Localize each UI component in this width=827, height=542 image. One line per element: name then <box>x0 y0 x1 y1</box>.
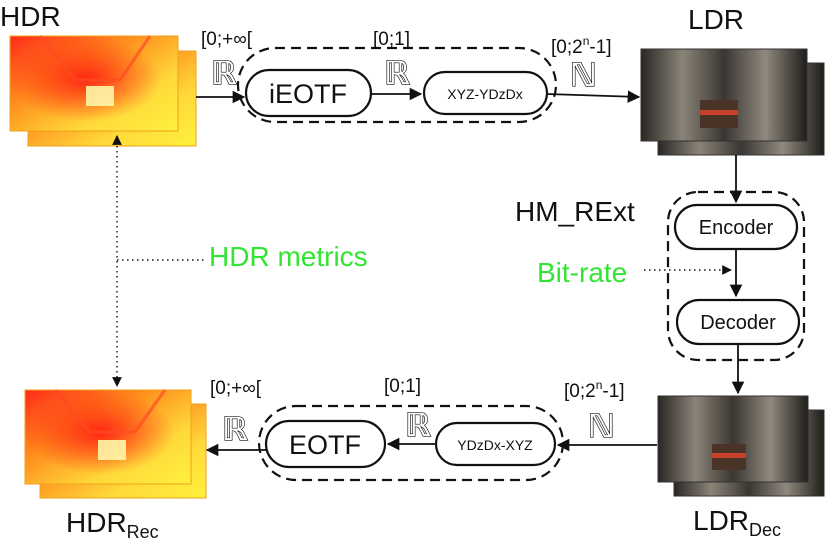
ldr-label: LDR <box>688 4 744 35</box>
bit-rate-label: Bit-rate <box>537 257 627 288</box>
xyz-ydzdx-label: XYZ-YDzDx <box>447 86 522 102</box>
hdr-rec-label: HDRRec <box>66 507 159 542</box>
eotf-label: EOTF <box>289 430 361 460</box>
range-bot-hdr: [0;+∞[ <box>210 378 262 399</box>
set-real-bot-1: ℝ <box>222 410 248 448</box>
eotf-node <box>264 419 387 469</box>
top-process-group <box>236 46 558 124</box>
hdr-rec-image-stack <box>24 389 207 499</box>
encoder-label: Encoder <box>699 217 774 239</box>
ieotf-node <box>244 68 373 118</box>
codec-group <box>666 190 806 362</box>
xyz-ydzdx-node <box>422 70 549 116</box>
ieotf-label: iEOTF <box>269 79 347 109</box>
set-real-bot-2: ℝ <box>405 406 431 444</box>
arrow-xyz-to-ldr <box>546 90 641 103</box>
ldr-dec-image-stack <box>657 395 825 497</box>
hm-rext-label: HM_RExt <box>515 196 635 227</box>
decoder-node <box>675 298 801 346</box>
range-bot-mid: [0;1] <box>384 376 421 397</box>
range-bot-ldr: [0;2n-1] <box>564 378 625 402</box>
hdr-metrics-label: HDR metrics <box>209 241 368 272</box>
hdr-image-stack <box>9 35 197 147</box>
decoder-label: Decoder <box>700 312 776 334</box>
set-natural-top: ℕ <box>570 56 597 94</box>
range-top-ldr: [0;2n-1] <box>551 34 612 58</box>
ydzdx-xyz-label: YDzDx-XYZ <box>457 437 533 453</box>
range-top-mid: [0;1] <box>373 29 410 50</box>
set-natural-bot: ℕ <box>588 407 615 445</box>
ldr-image-stack <box>640 48 825 156</box>
hdr-label: HDR <box>0 1 61 32</box>
set-real-top-1: ℝ <box>211 54 237 92</box>
set-real-top-2: ℝ <box>384 54 410 92</box>
range-top-hdr: [0;+∞[ <box>201 29 253 50</box>
ldr-dec-label: LDRDec <box>693 505 781 540</box>
